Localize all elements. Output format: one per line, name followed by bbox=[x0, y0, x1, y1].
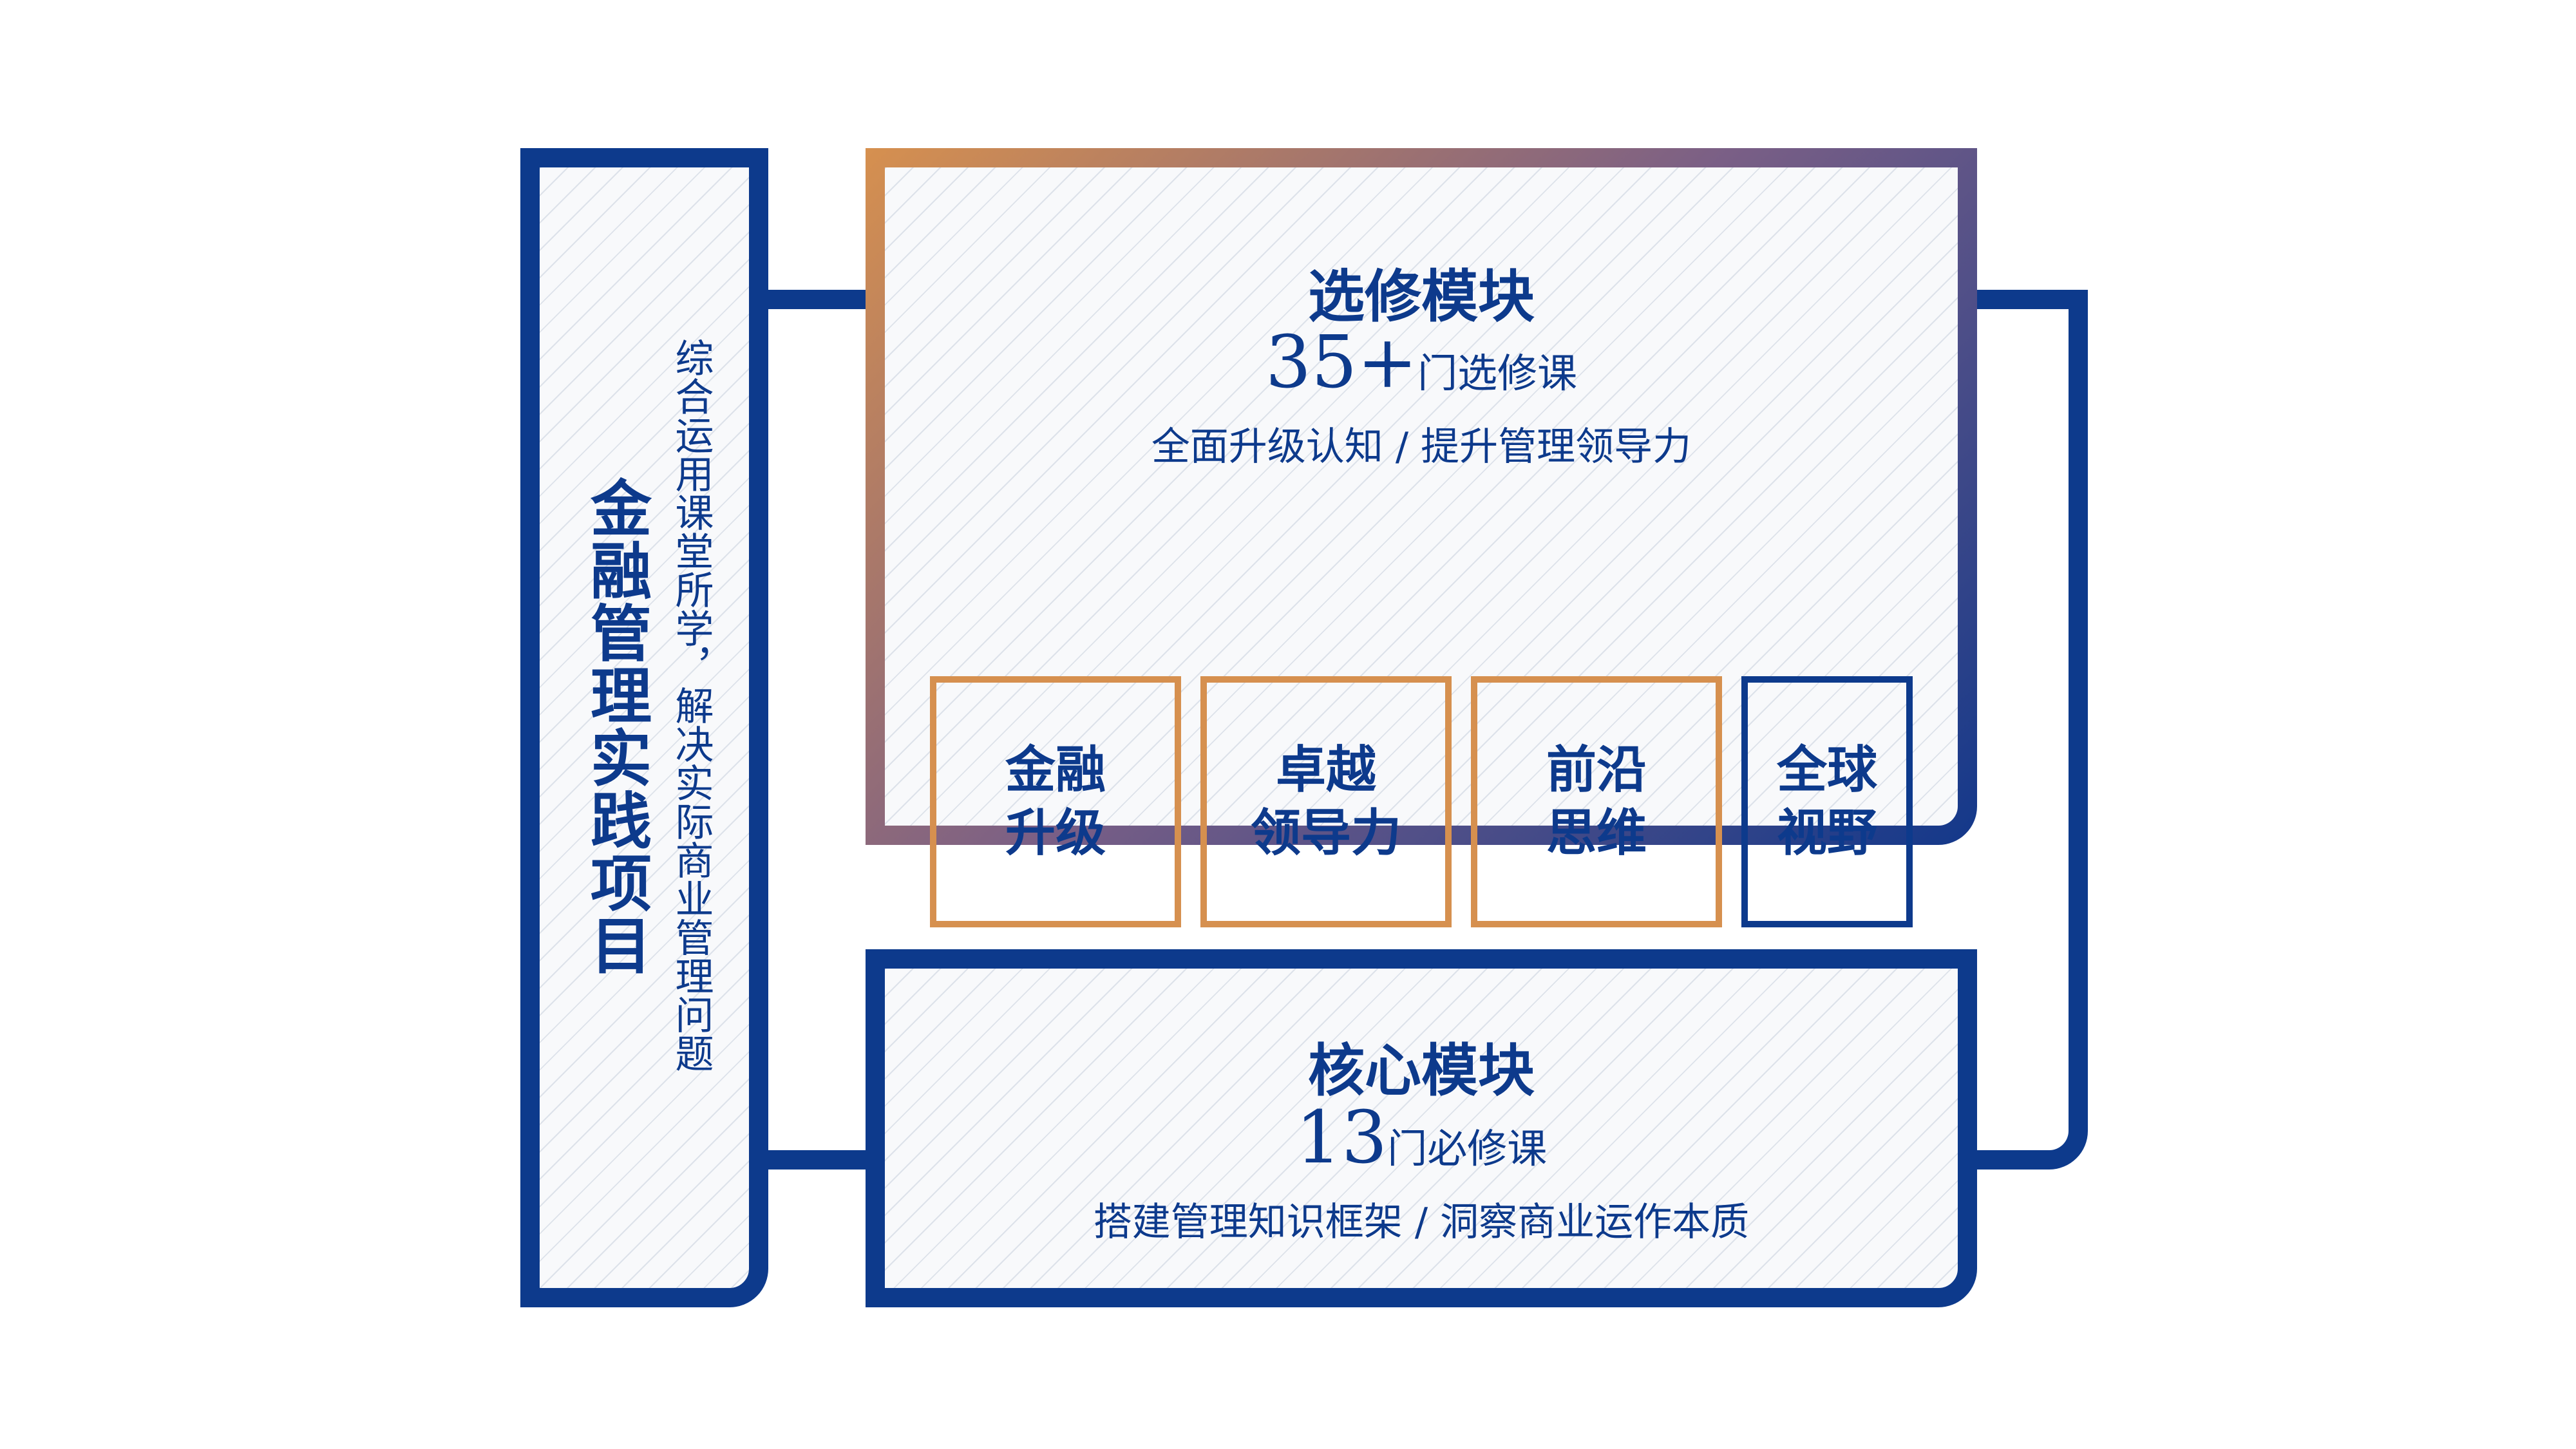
elective-item-global-vision: 全球 视野 bbox=[1741, 676, 1913, 927]
elective-item-label: 全球 视野 bbox=[1776, 741, 1877, 862]
practice-project-title: 金融管理实践项目 bbox=[580, 477, 651, 976]
elective-item-frontier-thinking: 前沿 思维 bbox=[1471, 676, 1722, 927]
core-module-title: 核心模块 bbox=[1307, 1037, 1535, 1104]
elective-course-count: 35+门选修课 bbox=[866, 321, 1977, 404]
connector-right-bracket bbox=[1977, 290, 2088, 1170]
elective-item-leadership: 卓越 领导力 bbox=[1200, 676, 1452, 927]
elective-item-label: 金融 升级 bbox=[1005, 741, 1106, 862]
elective-module-title: 选修模块 bbox=[1307, 263, 1535, 330]
elective-count-unit: 门选修课 bbox=[1417, 350, 1578, 397]
elective-item-finance: 金融 升级 bbox=[930, 676, 1181, 927]
core-count-unit: 门必修课 bbox=[1387, 1125, 1548, 1172]
connector-left-to-core bbox=[768, 1150, 866, 1170]
connector-left-to-elective bbox=[768, 290, 866, 309]
core-course-count: 13门必修课 bbox=[866, 1096, 1977, 1180]
elective-module-subtitle: 全面升级认知 / 提升管理领导力 bbox=[1151, 424, 1692, 469]
practice-project-box bbox=[520, 148, 768, 1307]
core-module-box: 核心模块 13门必修课 搭建管理知识框架 / 洞察商业运作本质 bbox=[866, 949, 1977, 1307]
elective-item-label: 前沿 思维 bbox=[1546, 741, 1647, 862]
elective-count-number: 35+ bbox=[1265, 321, 1418, 404]
elective-item-label: 卓越 领导力 bbox=[1250, 741, 1401, 862]
elective-module-box: 选修模块 35+门选修课 全面升级认知 / 提升管理领导力 金融 升级 卓越 领… bbox=[866, 148, 1977, 927]
practice-project-description: 综合运用课堂所学，解决实际商业管理问题 bbox=[668, 338, 714, 1072]
core-count-number: 13 bbox=[1295, 1096, 1388, 1180]
core-module-subtitle: 搭建管理知识框架 / 洞察商业运作本质 bbox=[1093, 1200, 1750, 1245]
